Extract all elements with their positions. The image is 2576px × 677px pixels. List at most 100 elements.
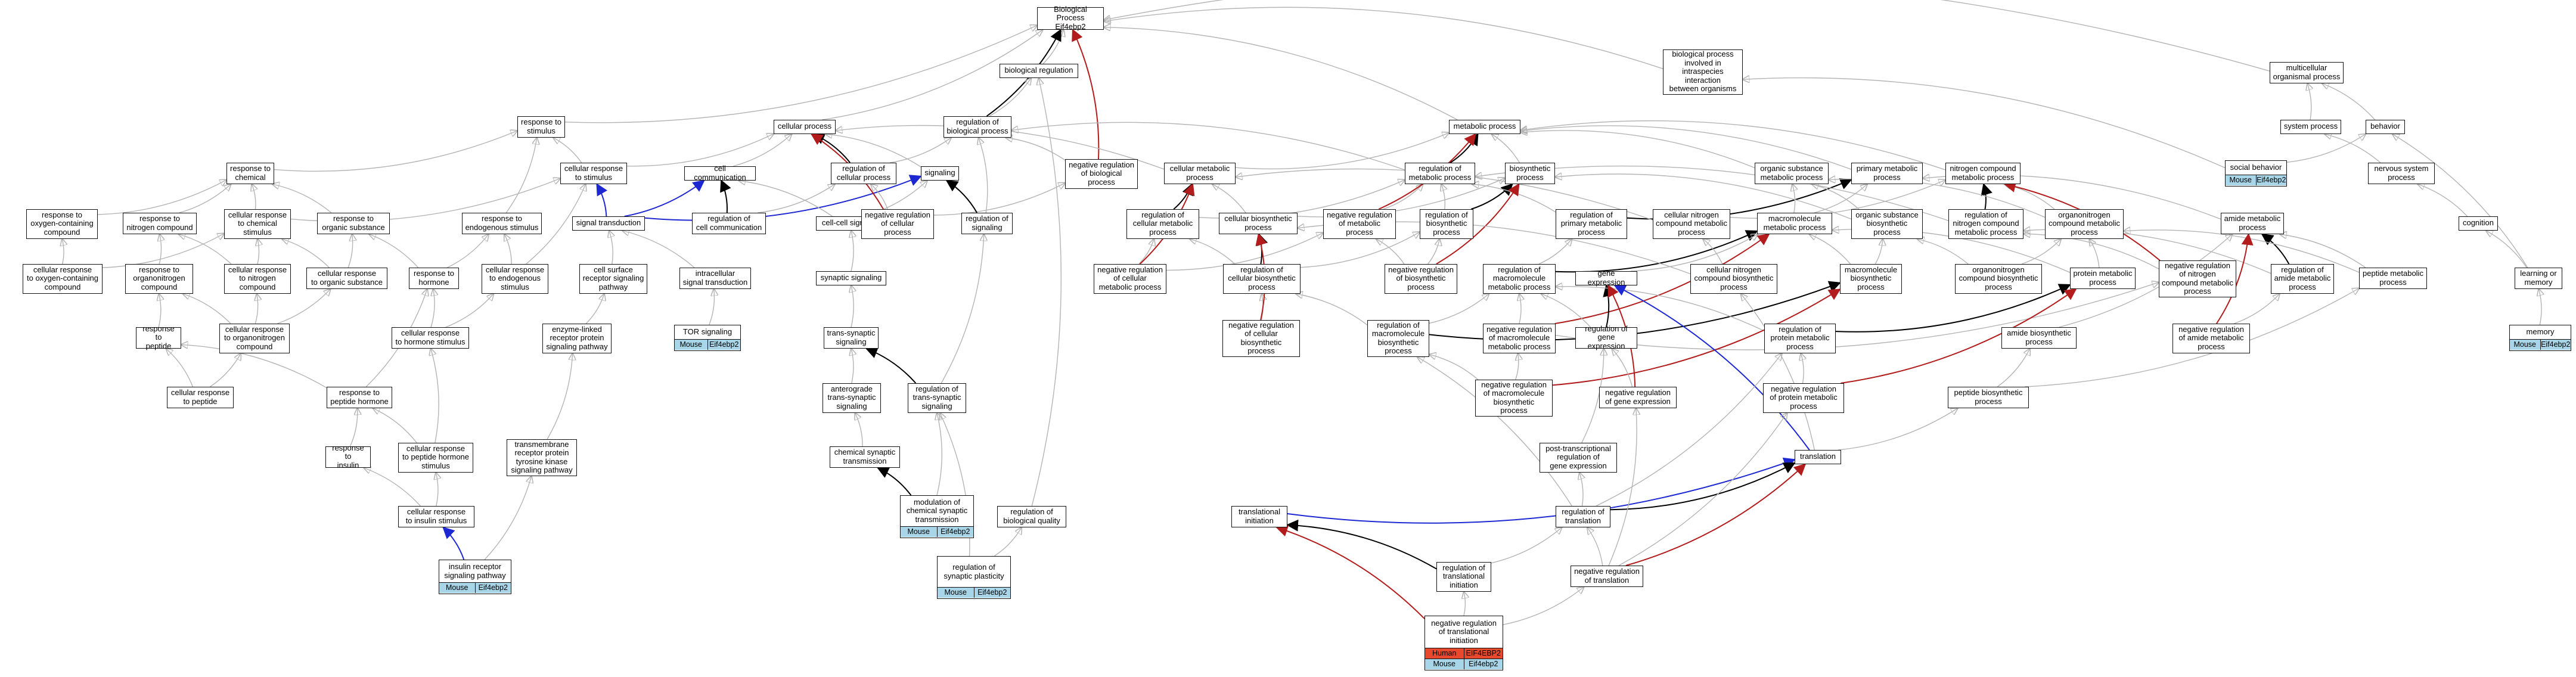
go-term-cr-pephorm[interactable]: cellular response to peptide hormone sti… <box>398 443 473 473</box>
go-term-protmetab[interactable]: protein metabolic process <box>2070 268 2136 289</box>
go-term-learning[interactable]: learning or memory <box>2515 268 2562 289</box>
go-term-cr-org[interactable]: cellular response to organic substance <box>306 268 387 289</box>
go-term-reg-nitro[interactable]: regulation of nitrogen compound metaboli… <box>1948 209 2023 239</box>
go-term-reg-cc[interactable]: regulation of cell communication <box>692 213 766 234</box>
go-term-cr-horm[interactable]: cellular response to hormone stimulus <box>392 327 469 349</box>
go-term-negreg-macrobio[interactable]: negative regulation of macromolecule bio… <box>1475 380 1553 417</box>
go-term-reg-protmetab[interactable]: regulation of protein metabolic process <box>1764 324 1836 353</box>
go-term-cellcomm[interactable]: cell communication <box>684 164 756 181</box>
go-term-cellproc[interactable]: cellular process <box>774 120 836 134</box>
go-term-metab[interactable]: metabolic process <box>1449 120 1520 134</box>
go-term-transmem[interactable]: transmembrane receptor protein tyrosine … <box>507 439 577 476</box>
go-term-negreg-protmetab[interactable]: negative regulation of protein metabolic… <box>1763 383 1844 413</box>
go-term-macromol[interactable]: macromolecule metabolic process <box>1757 213 1832 234</box>
go-term-resp-endo[interactable]: response to endogenous stimulus <box>462 213 542 234</box>
go-term-reg-macro[interactable]: regulation of macromolecule metabolic pr… <box>1483 264 1556 294</box>
go-term-multi[interactable]: multicellular organismal process <box>2270 62 2344 83</box>
go-term-negreg-cbp[interactable]: negative regulation of cellular biosynth… <box>1222 320 1300 357</box>
go-term-cognition[interactable]: cognition <box>2459 216 2498 231</box>
go-term-resp-pep[interactable]: response to peptide <box>136 324 181 350</box>
go-term-organobio[interactable]: organonitrogen compound biosynthetic pro… <box>1955 264 2042 294</box>
go-term-enzyme[interactable]: enzyme-linked receptor protein signaling… <box>542 324 612 353</box>
go-term-intra[interactable]: intracellular signal transduction <box>679 268 751 289</box>
go-term-macrobio[interactable]: macromolecule biosynthetic process <box>1840 264 1902 294</box>
go-term-posttrans[interactable]: post-transcriptional regulation of gene … <box>1540 443 1617 473</box>
go-term-cr-pep[interactable]: cellular response to peptide <box>167 387 234 408</box>
go-term-bpinter[interactable]: biological process involved in intraspec… <box>1663 49 1743 95</box>
go-term-organonitro[interactable]: organonitrogen compound metabolic proces… <box>2045 209 2124 239</box>
go-term-orgsub[interactable]: organic substance metabolic process <box>1755 163 1829 184</box>
go-term-transsyn[interactable]: trans-synaptic signaling <box>824 327 879 349</box>
go-term-negreg-mp[interactable]: negative regulation of metabolic process <box>1323 209 1396 239</box>
go-term-orgbiosyn[interactable]: organic substance biosynthetic process <box>1851 209 1923 239</box>
go-term-negreg-macro[interactable]: negative regulation of macromolecule met… <box>1483 324 1556 353</box>
go-term-resp-pephorm[interactable]: response to peptide hormone <box>327 387 392 408</box>
go-term-cr-nitro[interactable]: cellular response to nitrogen compound <box>224 264 291 294</box>
go-term-negreg-cmp[interactable]: negative regulation of cellular metaboli… <box>1094 264 1166 294</box>
go-term-resp-chem[interactable]: response to chemical <box>226 163 274 184</box>
go-term-negreg-gene[interactable]: negative regulation of gene expression <box>1599 387 1677 408</box>
go-term-resp-organo[interactable]: response to organonitrogen compound <box>125 264 193 294</box>
go-term-cellnitrobio[interactable]: cellular nitrogen compound biosynthetic … <box>1690 264 1777 294</box>
go-term-behavior[interactable]: behavior <box>2366 120 2405 134</box>
go-term-bp[interactable]: Biological Process Eif4ebp2 <box>1037 5 1104 31</box>
go-term-cellnitro[interactable]: cellular nitrogen compound metabolic pro… <box>1653 209 1730 239</box>
go-term-reg-cp[interactable]: regulation of cellular process <box>831 163 896 184</box>
go-term-cr-ins[interactable]: cellular response to insulin stimulus <box>398 506 474 527</box>
go-term-negreg-nitro[interactable]: negative regulation of nitrogen compound… <box>2159 260 2236 297</box>
go-term-resp-horm[interactable]: response to hormone <box>409 268 459 289</box>
go-term-modchem[interactable]: modulation of chemical synaptic transmis… <box>900 495 974 538</box>
go-term-biosyn[interactable]: biosynthetic process <box>1505 163 1555 184</box>
go-term-cellbiosyn[interactable]: cellular biosynthetic process <box>1219 213 1298 234</box>
go-term-reg-pmp[interactable]: regulation of primary metabolic process <box>1556 209 1627 239</box>
go-term-sigtrans[interactable]: signal transduction <box>572 216 645 231</box>
go-term-breg[interactable]: biological regulation <box>1000 64 1078 78</box>
go-term-reg-transsyn[interactable]: regulation of trans-synaptic signaling <box>908 383 966 413</box>
go-term-negreg-cp[interactable]: negative regulation of cellular process <box>861 209 934 239</box>
go-term-nervous[interactable]: nervous system process <box>2368 163 2435 184</box>
go-term-primmetab[interactable]: primary metabolic process <box>1851 163 1923 184</box>
go-term-negreg-trans[interactable]: negative regulation of translation <box>1571 566 1643 587</box>
go-term-resp-nitro[interactable]: response to nitrogen compound <box>123 213 197 234</box>
go-term-negreg-biosyn[interactable]: negative regulation of biosynthetic proc… <box>1385 264 1457 294</box>
go-term-reg-bq[interactable]: regulation of biological quality <box>997 506 1066 527</box>
go-term-reg-cbp[interactable]: regulation of cellular biosynthetic proc… <box>1223 264 1301 294</box>
go-term-amide[interactable]: amide metabolic process <box>2221 213 2284 234</box>
go-term-reg-macrobio[interactable]: regulation of macromolecule biosynthetic… <box>1367 320 1429 357</box>
go-term-geneexp[interactable]: gene expression <box>1575 269 1637 286</box>
go-term-cr-organo[interactable]: cellular response to organonitrogen comp… <box>219 324 290 353</box>
go-term-transinit[interactable]: translational initiation <box>1231 506 1287 527</box>
go-term-resp-org[interactable]: response to organic substance <box>317 213 390 234</box>
go-term-chemsyn[interactable]: chemical synaptic transmission <box>830 446 900 468</box>
go-term-peptide[interactable]: peptide metabolic process <box>2359 268 2427 289</box>
go-term-reg-cmp[interactable]: regulation of cellular metabolic process <box>1126 209 1199 239</box>
go-term-reg-amide[interactable]: regulation of amide metabolic process <box>2271 264 2334 294</box>
go-term-resp-oxy[interactable]: response to oxygen-containing compound <box>26 209 98 239</box>
go-term-peptidebio[interactable]: peptide biosynthetic process <box>1948 387 2029 408</box>
go-term-cellmetab[interactable]: cellular metabolic process <box>1164 163 1236 184</box>
go-term-reg-gene[interactable]: regulation of gene expression <box>1575 324 1637 350</box>
go-term-sysproc[interactable]: system process <box>2280 120 2341 134</box>
go-term-regbp[interactable]: regulation of biological process <box>944 116 1011 138</box>
go-term-negreg-transinit[interactable]: negative regulation of translational ini… <box>1424 616 1503 670</box>
go-term-synsig[interactable]: synaptic signaling <box>816 271 886 285</box>
go-term-cr-endo[interactable]: cellular response to endogenous stimulus <box>482 264 548 294</box>
go-term-cr-chem[interactable]: cellular response to chemical stimulus <box>224 209 291 239</box>
go-term-cr-oxy[interactable]: cellular response to oxygen-containing c… <box>23 264 103 294</box>
go-term-resp-stim[interactable]: response to stimulus <box>517 116 565 138</box>
go-term-reg-sig[interactable]: regulation of signaling <box>961 213 1013 234</box>
go-term-reg-biosyn[interactable]: regulation of biosynthetic process <box>1420 209 1473 239</box>
go-term-reg-trans[interactable]: regulation of translation <box>1556 506 1610 527</box>
go-term-reg-mp[interactable]: regulation of metabolic process <box>1405 163 1475 184</box>
go-term-translation[interactable]: translation <box>1795 450 1841 464</box>
go-term-nitro[interactable]: nitrogen compound metabolic process <box>1945 163 2021 184</box>
go-term-amidebio[interactable]: amide biosynthetic process <box>2001 327 2077 349</box>
go-term-reg-transinit[interactable]: regulation of translational initiation <box>1436 562 1491 592</box>
go-term-cellsurf[interactable]: cell surface receptor signaling pathway <box>579 264 647 294</box>
go-term-cr-stim[interactable]: cellular response to stimulus <box>560 163 627 184</box>
